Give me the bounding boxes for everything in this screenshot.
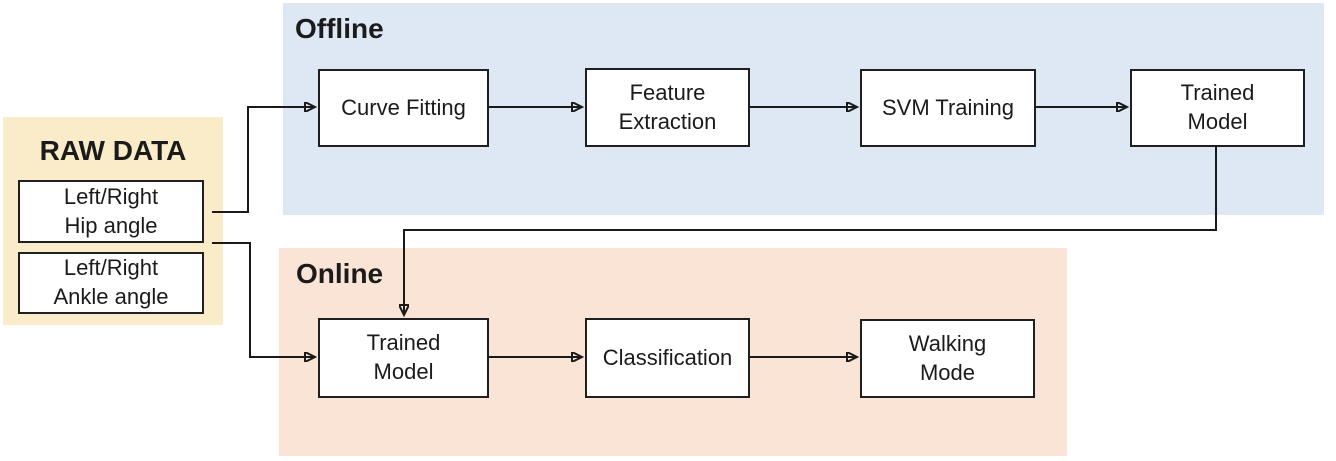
- node-trained-model-offline: Trained Model: [1130, 69, 1305, 147]
- node-trained-model-online-label: Trained Model: [366, 330, 441, 384]
- raw-data-title: RAW DATA: [39, 135, 187, 166]
- node-svm-training: SVM Training: [860, 69, 1036, 147]
- node-ankle-angle-label: Left/Right Ankle angle: [53, 255, 169, 309]
- online-title: Online: [296, 258, 384, 289]
- node-hip-angle-label: Left/Right Hip angle: [63, 183, 159, 238]
- node-trained-model-online: Trained Model: [318, 318, 489, 398]
- node-classification-label: Classification: [602, 344, 733, 370]
- node-classification: Classification: [585, 318, 750, 398]
- node-trained-model-offline-label: Trained Model: [1180, 80, 1255, 134]
- node-walking-mode-label: Walking Mode: [908, 330, 987, 385]
- node-feature-extraction-label: Feature Extraction: [618, 79, 717, 134]
- node-hip-angle: Left/Right Hip angle: [18, 180, 204, 243]
- offline-title: Offline: [295, 13, 384, 44]
- node-feature-extraction: Feature Extraction: [585, 68, 750, 147]
- node-curve-fitting: Curve Fitting: [318, 69, 489, 147]
- node-walking-mode: Walking Mode: [860, 319, 1035, 398]
- node-ankle-angle: Left/Right Ankle angle: [18, 252, 204, 314]
- node-curve-fitting-label: Curve Fitting: [341, 94, 466, 120]
- node-svm-training-label: SVM Training: [881, 94, 1015, 120]
